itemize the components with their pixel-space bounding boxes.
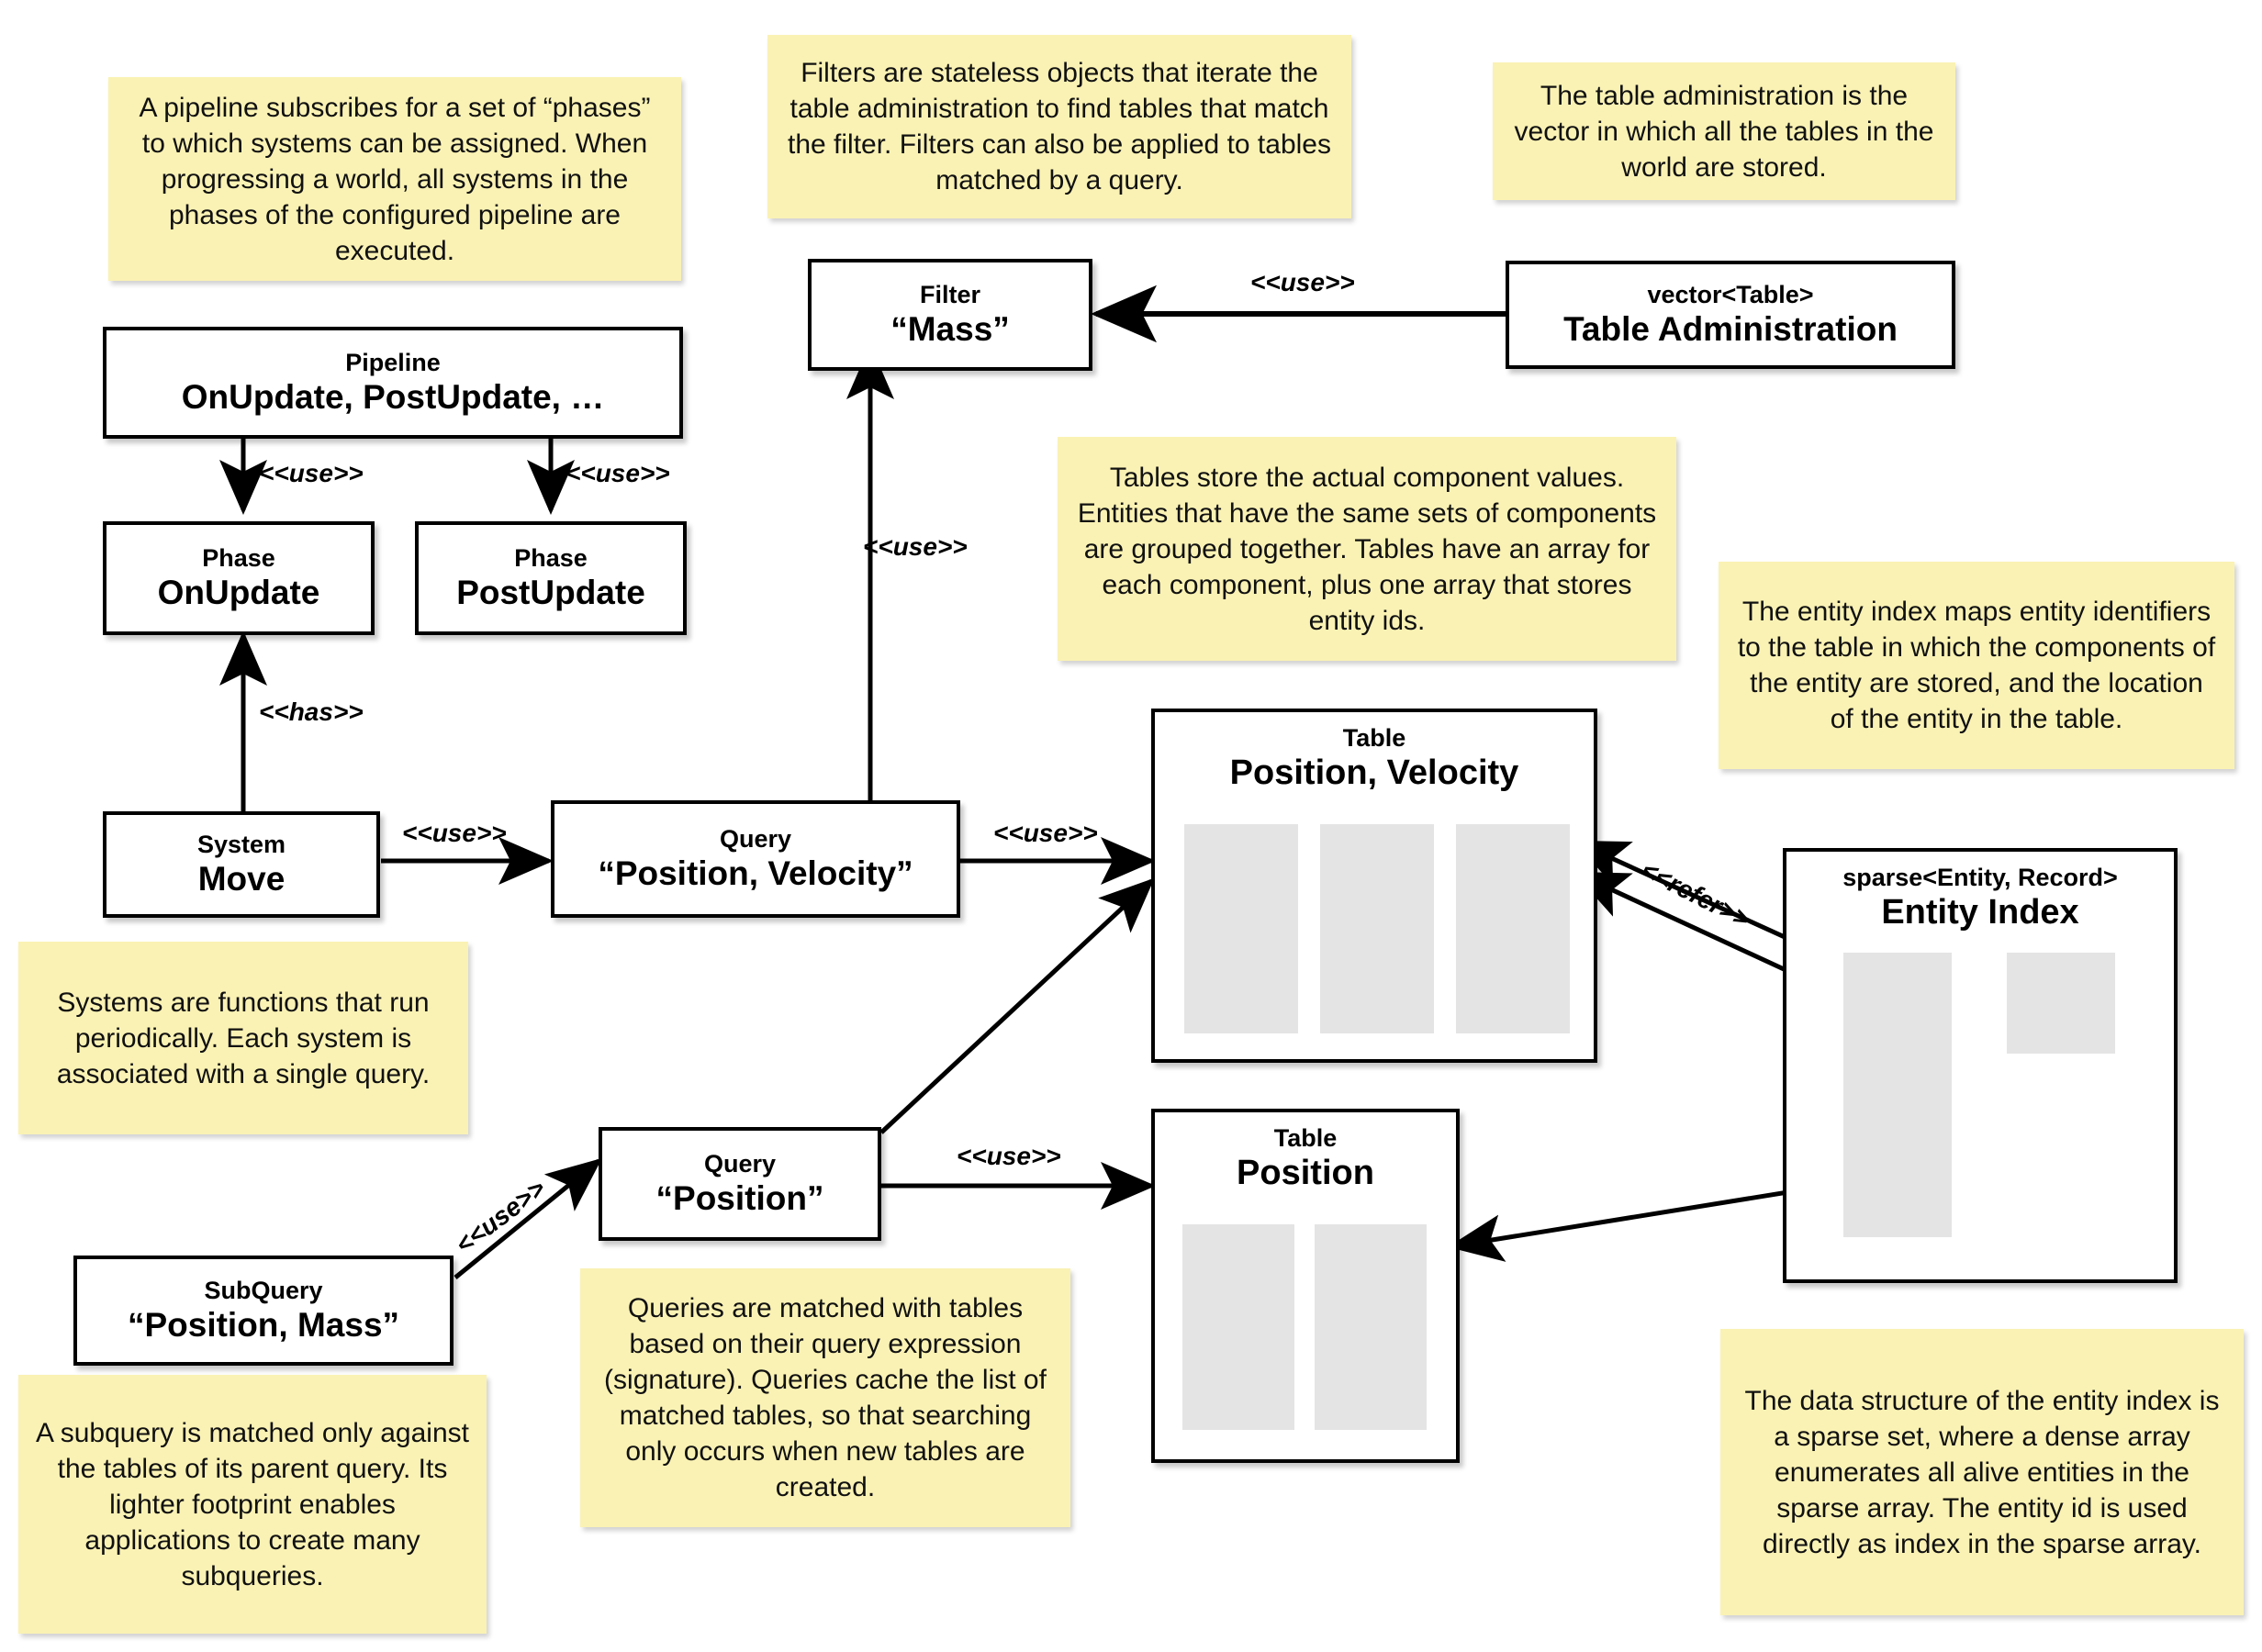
box-query-position-stereotype: Query: [703, 1149, 777, 1178]
box-subquery-stereotype: SubQuery: [204, 1276, 323, 1304]
box-table-position-name: Position: [1237, 1154, 1374, 1193]
entity-index-sparse-array: [2007, 953, 2115, 1054]
note-queries-text: Queries are matched with tables based on…: [604, 1293, 1047, 1502]
box-system-move-name: Move: [197, 859, 286, 898]
box-system-move[interactable]: System Move: [103, 811, 380, 918]
edge-label-pipeline-onupdate: <<use>>: [259, 459, 364, 487]
box-entity-index[interactable]: sparse<Entity, Record> Entity Index: [1783, 848, 2178, 1283]
box-pipeline-name: OnUpdate, PostUpdate, …: [181, 377, 605, 416]
edge-label-query-filter: <<use>>: [863, 532, 968, 561]
table-position-columns: [1182, 1224, 1432, 1430]
note-table-admin-text: The table administration is the vector i…: [1514, 80, 1934, 183]
box-table-position-velocity[interactable]: Table Position, Velocity: [1151, 709, 1597, 1063]
table-column: [1320, 824, 1434, 1033]
table-column: [1184, 824, 1298, 1033]
note-filters-text: Filters are stateless objects that itera…: [787, 58, 1331, 195]
box-filter-mass-name: “Mass”: [890, 309, 1010, 348]
box-phase-postupdate-name: PostUpdate: [456, 573, 645, 611]
note-tables: Tables store the actual component values…: [1058, 437, 1676, 661]
box-phase-onupdate-stereotype: Phase: [202, 543, 275, 572]
box-table-position-stereotype: Table: [1273, 1124, 1338, 1152]
edge-label-system-query: <<use>>: [402, 819, 507, 847]
edge-label-querypos-table: <<use>>: [957, 1142, 1061, 1170]
box-pipeline[interactable]: Pipeline OnUpdate, PostUpdate, …: [103, 327, 683, 439]
box-subquery-name: “Position, Mass”: [127, 1305, 400, 1344]
edge-label-system-phase: <<has>>: [259, 698, 364, 726]
box-entity-index-name: Entity Index: [1881, 893, 2079, 932]
box-phase-onupdate[interactable]: Phase OnUpdate: [103, 521, 375, 635]
note-systems: Systems are functions that run periodica…: [18, 942, 468, 1134]
box-system-move-stereotype: System: [196, 830, 286, 858]
edge-label-subquery-query: <<use>>: [450, 1173, 551, 1259]
entity-index-dense-array: [1843, 953, 1952, 1237]
box-table-position-velocity-stereotype: Table: [1342, 724, 1406, 752]
box-filter-mass[interactable]: Filter “Mass”: [808, 259, 1092, 371]
table-column: [1456, 824, 1570, 1033]
note-sparse-set-text: The data structure of the entity index i…: [1744, 1385, 2220, 1559]
note-tables-text: Tables store the actual component values…: [1077, 462, 1657, 636]
box-subquery-position-mass[interactable]: SubQuery “Position, Mass”: [73, 1256, 454, 1366]
note-subquery: A subquery is matched only against the t…: [18, 1375, 487, 1634]
note-filters: Filters are stateless objects that itera…: [767, 35, 1351, 218]
box-query-position-name: “Position”: [655, 1178, 824, 1217]
edge-label-pipeline-postupdate: <<use>>: [566, 459, 670, 487]
note-entity-index-text: The entity index maps entity identifiers…: [1737, 597, 2216, 734]
table-position-velocity-columns: [1184, 824, 1570, 1033]
box-table-position[interactable]: Table Position: [1151, 1109, 1460, 1463]
box-query-position[interactable]: Query “Position”: [599, 1127, 881, 1241]
box-query-position-velocity[interactable]: Query “Position, Velocity”: [551, 800, 960, 918]
note-queries: Queries are matched with tables based on…: [580, 1268, 1070, 1527]
edge-label-admin-filter: <<use>>: [1250, 268, 1355, 296]
note-pipeline: A pipeline subscribes for a set of “phas…: [108, 77, 681, 281]
box-table-administration-name: Table Administration: [1563, 309, 1898, 348]
note-subquery-text: A subquery is matched only against the t…: [36, 1417, 469, 1591]
box-entity-index-stereotype: sparse<Entity, Record>: [1842, 864, 2118, 891]
edge-label-index-table: <<refer>>: [1637, 854, 1755, 934]
table-column: [1315, 1224, 1427, 1430]
box-phase-postupdate-stereotype: Phase: [514, 543, 588, 572]
note-entity-index: The entity index maps entity identifiers…: [1719, 562, 2234, 769]
box-table-administration-stereotype: vector<Table>: [1647, 280, 1814, 308]
box-query-position-velocity-stereotype: Query: [719, 824, 792, 853]
edge-label-query-table: <<use>>: [993, 819, 1098, 847]
note-sparse-set: The data structure of the entity index i…: [1720, 1329, 2244, 1615]
box-table-administration[interactable]: vector<Table> Table Administration: [1506, 261, 1955, 369]
box-filter-mass-stereotype: Filter: [919, 280, 980, 308]
table-column: [1182, 1224, 1294, 1430]
box-table-position-velocity-name: Position, Velocity: [1229, 753, 1519, 793]
note-table-admin: The table administration is the vector i…: [1493, 62, 1955, 200]
note-pipeline-text: A pipeline subscribes for a set of “phas…: [139, 92, 651, 266]
box-pipeline-stereotype: Pipeline: [345, 348, 441, 376]
edge-querypos-to-table-posvel: [879, 877, 1155, 1134]
box-phase-postupdate[interactable]: Phase PostUpdate: [415, 521, 687, 635]
box-phase-onupdate-name: OnUpdate: [157, 573, 320, 611]
note-systems-text: Systems are functions that run periodica…: [56, 987, 431, 1089]
box-query-position-velocity-name: “Position, Velocity”: [598, 854, 913, 892]
